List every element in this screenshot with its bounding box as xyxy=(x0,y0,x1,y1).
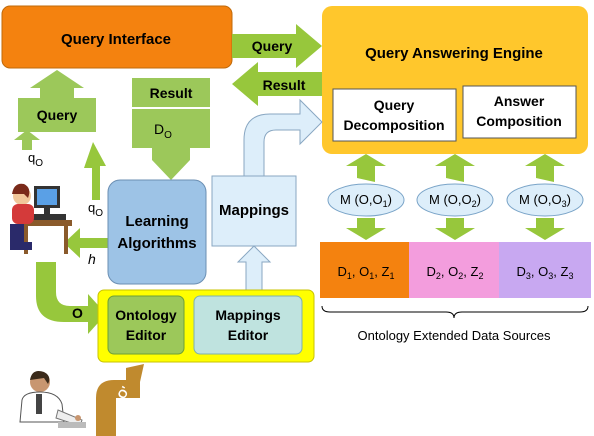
q0-small-arrow xyxy=(14,130,40,150)
data-source-label: D2, O2, Z2 xyxy=(427,264,484,281)
person-writing-icon xyxy=(19,371,86,428)
learning-algorithms-box: Learning Algorithms xyxy=(107,179,207,285)
o-label: O xyxy=(72,305,83,321)
mapping-oval xyxy=(416,183,494,217)
q0-left-label: qO xyxy=(28,150,43,169)
mapping-oval-label: M (O,O2) xyxy=(429,192,481,209)
d0-label: DO xyxy=(154,121,172,141)
data-source-label: D1, O1, Z1 xyxy=(338,264,395,281)
mappings-to-engine-arrow xyxy=(243,98,323,177)
data-source-column-3: M (O,O3) D3, O3, Z3 xyxy=(499,154,591,298)
query-interface-label: Query Interface xyxy=(61,31,171,48)
oval-to-engine-arrow xyxy=(525,154,565,182)
answer-composition-line2: Composition xyxy=(476,113,562,129)
mappings-editor-box: Mappings Editor xyxy=(193,295,303,355)
query-decomposition-line1: Query xyxy=(374,97,415,113)
query-decomposition-line2: Decomposition xyxy=(343,117,444,133)
data-source-box xyxy=(499,242,591,298)
mapping-oval-label: M (O,O1) xyxy=(340,192,392,209)
oval-to-source-arrow xyxy=(435,218,475,240)
mappings-label: Mappings xyxy=(219,202,289,219)
q0-mid-label: qO xyxy=(88,200,103,219)
ontology-editor-box: Ontology Editor xyxy=(107,295,185,355)
result-arrow-label: Result xyxy=(263,77,306,93)
result-arrow-left xyxy=(232,62,322,106)
data-source-columns: M (O,O1)D1, O1, Z1M (O,O2)D2, O2, Z2M (O… xyxy=(320,154,591,298)
mapping-oval xyxy=(327,183,405,217)
mapping-oval-label: M (O,O3) xyxy=(519,192,571,209)
query-up-label: Query xyxy=(37,107,78,123)
result-d0-arrow-down xyxy=(132,78,210,180)
result-down-label: Result xyxy=(150,85,193,101)
query-decomposition-box: Query Decomposition xyxy=(332,88,457,142)
ontology-editor-line2: Editor xyxy=(126,327,167,343)
query-arrow-label: Query xyxy=(252,38,293,54)
answer-composition-line1: Answer xyxy=(494,93,545,109)
learning-line2: Algorithms xyxy=(117,235,196,252)
data-sources-bracket xyxy=(321,305,589,319)
ontology-editor-line1: Ontology xyxy=(115,307,177,323)
data-source-box xyxy=(320,242,412,298)
oval-to-source-arrow xyxy=(525,218,565,240)
h-label: h xyxy=(88,251,96,267)
h-arrow xyxy=(64,228,108,258)
q0-arrow-to-query xyxy=(84,142,106,200)
mappings-editor-line1: Mappings xyxy=(215,307,281,323)
oval-to-engine-arrow xyxy=(346,154,386,182)
query-arrow-right xyxy=(232,24,322,68)
learning-line1: Learning xyxy=(125,213,188,230)
oval-to-source-arrow xyxy=(346,218,386,240)
data-source-column-1: M (O,O1) D1, O1, Z1 xyxy=(320,154,412,298)
o-arrow xyxy=(36,262,106,334)
oval-to-engine-arrow xyxy=(435,154,475,182)
query-answering-engine-label: Query Answering Engine xyxy=(365,45,543,62)
data-sources-caption: Ontology Extended Data Sources xyxy=(358,328,551,343)
query-up-arrow xyxy=(18,98,96,132)
data-source-box xyxy=(409,242,501,298)
mappings-box: Mappings xyxy=(211,175,297,247)
answer-composition-box: Answer Composition xyxy=(462,85,577,139)
person-at-computer-icon xyxy=(10,183,72,254)
mappings-editor-line2: Editor xyxy=(228,327,269,343)
o-prime-arrow xyxy=(96,364,144,436)
query-interface-box: Query Interface xyxy=(1,5,233,69)
mapping-oval xyxy=(506,183,584,217)
editors-to-mappings-arrow xyxy=(236,245,272,293)
data-source-label: D3, O3, Z3 xyxy=(517,264,574,281)
data-source-column-2: M (O,O2) D2, O2, Z2 xyxy=(409,154,501,298)
